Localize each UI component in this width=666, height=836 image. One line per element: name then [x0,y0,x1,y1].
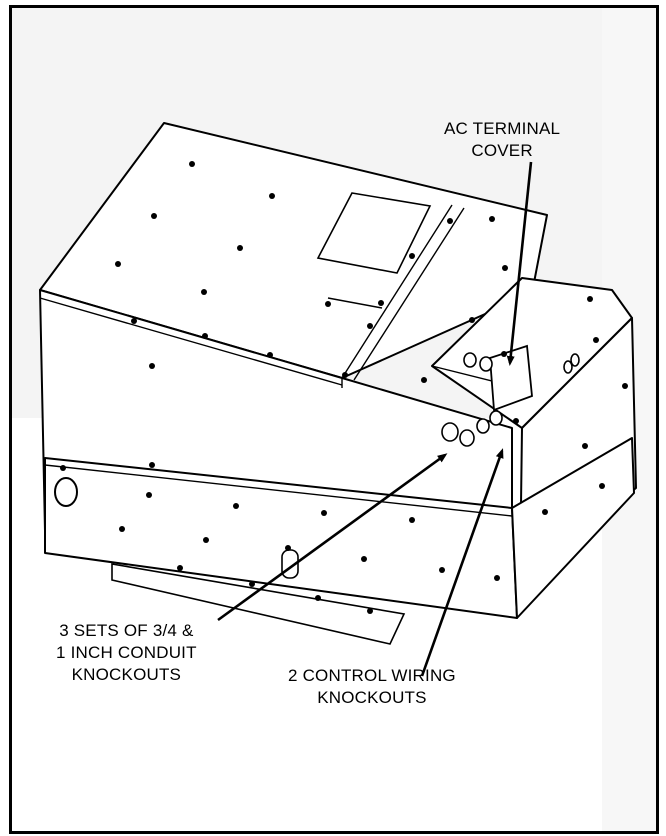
conduit-line-3: KNOCKOUTS [71,665,182,684]
leader-arrows [217,161,533,677]
terminal-top [431,277,633,429]
enclosure-drawing [12,8,656,831]
ac-terminal-line-1: AC TERMINAL [444,119,561,138]
conduit-knockouts [441,352,493,447]
screws [60,161,628,614]
arrow-control-wiring [420,448,504,677]
ac-terminal-cover-box [489,344,533,412]
base-side [511,437,635,619]
figure-frame: AC TERMINAL COVER 3 SETS OF 3/4 & 1 INCH… [9,5,659,834]
conduit-line-2: 1 INCH CONDUIT [56,643,197,662]
panel-seams [39,204,513,517]
ac-terminal-cover-label: AC TERMINAL COVER [444,118,560,162]
side-knockout [54,477,78,507]
enclosure-body [39,122,637,619]
conduit-line-1: 3 SETS OF 3/4 & [59,621,194,640]
arrow-ac-terminal [506,161,533,366]
control-wiring-line-2: KNOCKOUTS [317,688,427,707]
control-wiring-knockouts-label: 2 CONTROL WIRING KNOCKOUTS [288,665,456,709]
fork-rail [111,563,406,645]
ac-terminal-line-2: COVER [471,141,533,160]
top-window [316,192,432,274]
control-wiring-line-1: 2 CONTROL WIRING [288,666,456,685]
background-shade-top [12,8,656,118]
arrow-conduit-knockouts [217,453,448,622]
control-wiring-knockouts [489,353,580,426]
conduit-knockouts-label: 3 SETS OF 3/4 & 1 INCH CONDUIT KNOCKOUTS [56,620,197,686]
